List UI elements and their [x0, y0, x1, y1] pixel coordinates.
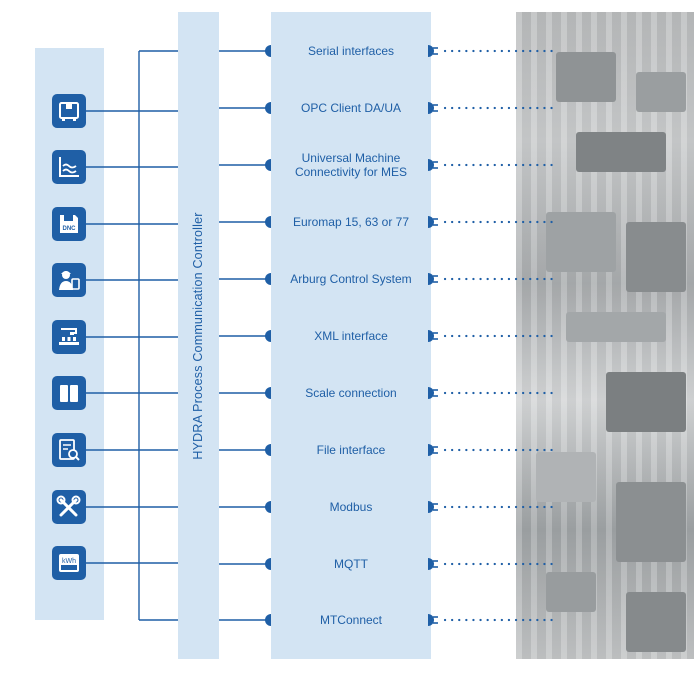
plug-icon: [428, 444, 438, 456]
plug-icon: [428, 558, 438, 570]
connector-dot: [265, 444, 271, 456]
interface-label: OPC Client DA/UA: [300, 101, 402, 115]
machine-silhouette: [566, 312, 666, 342]
machine-silhouette: [636, 72, 686, 112]
plug-icon: [428, 501, 438, 513]
machine-silhouette: [626, 592, 686, 652]
plug-icon: [428, 216, 438, 228]
production-line-icon: [52, 320, 86, 354]
plug-icon: [428, 45, 438, 57]
plug-icon: [428, 102, 438, 114]
energy-meter-icon: kWh: [52, 546, 86, 580]
interface-label: Universal Machine Connectivity for MES: [294, 151, 408, 179]
connector-dot: [265, 558, 271, 570]
machine-terminal-icon: [52, 94, 86, 128]
interface-label: Modbus: [329, 500, 373, 514]
interface-label: Euromap 15, 63 or 77: [292, 215, 410, 229]
svg-text:kWh: kWh: [62, 558, 76, 565]
machine-silhouette: [546, 572, 596, 612]
connector-dot: [265, 614, 271, 626]
machine-silhouette: [536, 452, 596, 502]
connector-dot: [265, 159, 271, 171]
machine-silhouette: [616, 482, 686, 562]
connector-dot: [265, 330, 271, 342]
plug-icon: [428, 330, 438, 342]
plug-icon: [428, 387, 438, 399]
machine-silhouette: [626, 222, 686, 292]
svg-text:DNC: DNC: [63, 226, 77, 232]
connector-dot: [265, 216, 271, 228]
machine-silhouette: [576, 132, 666, 172]
machine-silhouette: [546, 212, 616, 272]
connector-dot: [265, 501, 271, 513]
machine-silhouette: [556, 52, 616, 102]
factory-floor-photo: [516, 12, 694, 659]
process-chart-icon: [52, 150, 86, 184]
machine-silhouette: [606, 372, 686, 432]
interface-label: XML interface: [314, 329, 388, 343]
interface-label: Scale connection: [305, 386, 397, 400]
interface-label: MTConnect: [319, 613, 383, 627]
connector-dot: [265, 45, 271, 57]
container-icon: [52, 376, 86, 410]
interface-label: Serial interfaces: [307, 44, 395, 58]
connector-dot: [265, 273, 271, 285]
controller-label: HYDRA Process Communication Controller: [191, 212, 205, 460]
connector-dot: [265, 387, 271, 399]
plug-icon: [428, 159, 438, 171]
plug-icon: [428, 614, 438, 626]
interface-label: File interface: [316, 443, 386, 457]
tools-icon: [52, 490, 86, 524]
interface-panel: [271, 12, 431, 659]
interface-label: MQTT: [334, 557, 368, 571]
connector-dot: [265, 102, 271, 114]
document-search-icon: [52, 433, 86, 467]
controller-panel: [178, 12, 219, 659]
plug-icon: [428, 273, 438, 285]
interface-label: Arburg Control System: [290, 272, 412, 286]
dnc-disk-icon: DNC: [52, 207, 86, 241]
operator-worker-icon: [52, 263, 86, 297]
